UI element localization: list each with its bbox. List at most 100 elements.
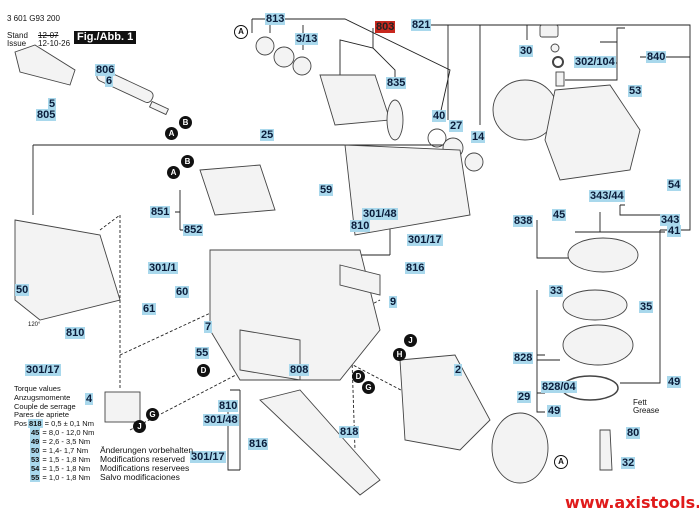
watermark-url[interactable]: www.axistools.ru	[565, 493, 699, 512]
part-label-851[interactable]: 851	[150, 206, 171, 218]
part-label-5[interactable]: 5	[48, 98, 57, 110]
part-label-3-13[interactable]: 3/13	[295, 33, 319, 45]
part-label-80[interactable]: 80	[626, 427, 641, 439]
torque-value: 1,5 - 1,8 Nm	[48, 464, 91, 473]
torque-row: 50 = 1,4- 1,7 Nm	[30, 446, 89, 455]
issue-value: 12-10-26	[38, 39, 71, 48]
part-label-41[interactable]: 41	[667, 225, 682, 237]
torque-value: 8,0 - 12,0 Nm	[48, 428, 95, 437]
part-label-54[interactable]: 54	[667, 179, 682, 191]
marker-a-top: A	[234, 25, 248, 39]
marker-g-field: G	[362, 381, 375, 394]
torque-title-en: Torque values	[14, 384, 61, 393]
part-label-840[interactable]: 840	[646, 51, 667, 63]
marker-d-field: D	[352, 370, 365, 383]
part-label-6[interactable]: 6	[105, 75, 114, 87]
grease-note-de: Fett	[633, 398, 647, 407]
part-label-49-left[interactable]: 49	[547, 405, 562, 417]
figure-label: Fig./Abb. 1	[74, 31, 137, 44]
torque-pos: 45	[30, 428, 41, 437]
torque-title-fr: Couple de serrage	[14, 402, 76, 411]
part-label-821[interactable]: 821	[411, 19, 432, 31]
torque-pos: 50	[30, 446, 41, 455]
part-label-55[interactable]: 55	[195, 347, 210, 359]
part-label-9[interactable]: 9	[389, 296, 398, 308]
part-label-14[interactable]: 14	[471, 131, 486, 143]
part-label-816-lower[interactable]: 816	[248, 438, 269, 450]
part-label-4[interactable]: 4	[85, 393, 94, 405]
torque-value: 0,5 ± 0,1 Nm	[51, 419, 94, 428]
marker-j-switch: J	[133, 420, 146, 433]
marker-a-cord: A	[165, 127, 178, 140]
part-label-302-104[interactable]: 302/104	[574, 56, 616, 68]
torque-value: 1,4- 1,7 Nm	[48, 446, 89, 455]
part-label-40[interactable]: 40	[432, 110, 447, 122]
part-label-810-spring[interactable]: 810	[65, 327, 86, 339]
part-label-30[interactable]: 30	[519, 45, 534, 57]
part-label-25[interactable]: 25	[260, 129, 275, 141]
torque-title-de: Anzugsmomente	[14, 393, 71, 402]
part-number: 3 601 G93 200	[7, 14, 60, 23]
part-label-61[interactable]: 61	[142, 303, 157, 315]
part-label-60[interactable]: 60	[175, 286, 190, 298]
part-label-59[interactable]: 59	[319, 184, 334, 196]
part-label-806[interactable]: 806	[95, 64, 116, 76]
part-label-828-04[interactable]: 828/04	[541, 381, 577, 393]
part-label-816-upper[interactable]: 816	[405, 262, 426, 274]
modifications-fr: Modifications reservees	[100, 463, 190, 473]
stand-label: Stand	[7, 31, 28, 40]
part-label-810-lower[interactable]: 810	[218, 400, 239, 412]
part-label-33[interactable]: 33	[549, 285, 564, 297]
torque-pos: 818	[28, 419, 43, 428]
part-label-828[interactable]: 828	[513, 352, 534, 364]
marker-j-field: J	[404, 334, 417, 347]
marker-h-field: H	[393, 348, 406, 361]
torque-pos: 55	[30, 473, 41, 482]
part-label-301-1[interactable]: 301/1	[148, 262, 178, 274]
stand-value: 12-07	[38, 31, 59, 40]
part-label-301-48-lower[interactable]: 301/48	[203, 414, 239, 426]
part-label-2[interactable]: 2	[454, 364, 463, 376]
part-label-301-48-upper[interactable]: 301/48	[362, 208, 398, 220]
part-label-50[interactable]: 50	[15, 284, 30, 296]
part-label-803[interactable]: 803	[375, 21, 396, 33]
torque-pos: 49	[30, 437, 41, 446]
part-label-301-17-lower[interactable]: 301/17	[190, 451, 226, 463]
part-label-301-17-spring[interactable]: 301/17	[25, 364, 61, 376]
part-label-7[interactable]: 7	[204, 321, 213, 333]
part-label-818[interactable]: 818	[339, 426, 360, 438]
torque-row: 49 = 2,6 - 3,5 Nm	[30, 437, 91, 446]
part-label-27[interactable]: 27	[449, 120, 464, 132]
part-label-835[interactable]: 835	[386, 77, 407, 89]
torque-pos-label: Pos	[14, 419, 27, 428]
part-label-45[interactable]: 45	[552, 209, 567, 221]
part-label-29[interactable]: 29	[517, 391, 532, 403]
marker-b-cord: B	[179, 116, 192, 129]
part-label-301-17-upper[interactable]: 301/17	[407, 234, 443, 246]
part-label-343-44[interactable]: 343/44	[589, 190, 625, 202]
part-label-852[interactable]: 852	[183, 224, 204, 236]
marker-a-bottom: A	[554, 455, 568, 469]
marker-g-switch: G	[146, 408, 159, 421]
part-label-813[interactable]: 813	[265, 13, 286, 25]
modifications-de: Änderungen vorbehalten	[100, 445, 194, 455]
part-label-343[interactable]: 343	[660, 214, 681, 226]
torque-value: 2,6 - 3,5 Nm	[48, 437, 91, 446]
torque-pos: 53	[30, 455, 41, 464]
torque-row: 54 = 1,5 - 1,8 Nm	[30, 464, 91, 473]
part-label-805[interactable]: 805	[36, 109, 57, 121]
torque-row: 55 = 1,0 - 1,8 Nm	[30, 473, 91, 482]
part-label-49-right[interactable]: 49	[667, 376, 682, 388]
torque-row: 53 = 1,5 - 1,8 Nm	[30, 455, 91, 464]
part-label-35[interactable]: 35	[639, 301, 654, 313]
part-label-53[interactable]: 53	[628, 85, 643, 97]
marker-d-left: D	[197, 364, 210, 377]
torque-value: 1,5 - 1,8 Nm	[48, 455, 91, 464]
part-label-808[interactable]: 808	[289, 364, 310, 376]
part-label-810-upper[interactable]: 810	[350, 220, 371, 232]
issue-label: Issue	[7, 39, 27, 48]
torque-value: 1,0 - 1,8 Nm	[48, 473, 91, 482]
part-label-32[interactable]: 32	[621, 457, 636, 469]
modifications-es: Salvo modificaciones	[100, 472, 180, 482]
part-label-838[interactable]: 838	[513, 215, 534, 227]
